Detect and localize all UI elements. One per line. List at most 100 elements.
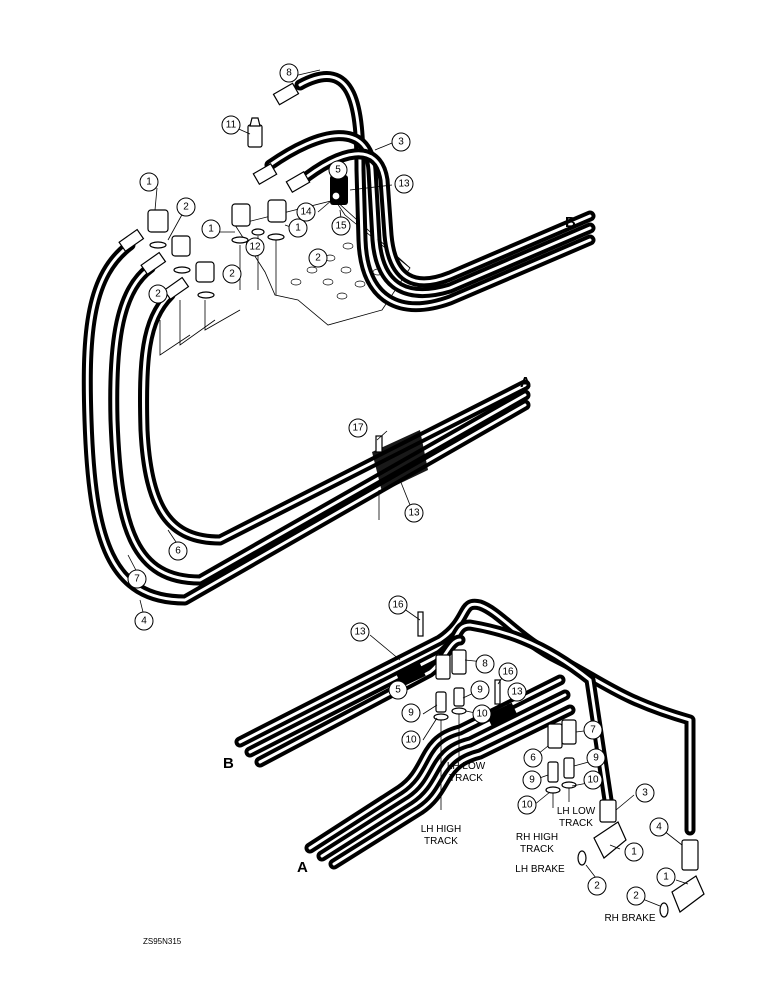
svg-text:2: 2: [183, 202, 189, 213]
svg-text:12: 12: [249, 242, 261, 253]
svg-text:2: 2: [229, 269, 235, 280]
callout-1-b: 1: [201, 219, 221, 239]
callout-13-b: 13: [404, 503, 424, 523]
callout-1-e: 1: [656, 867, 676, 887]
callout-4-b: 4: [649, 817, 669, 837]
block-elbows: [147, 199, 287, 299]
callout-5-a: 5: [328, 160, 348, 180]
callout-2-e: 2: [587, 876, 607, 896]
callout-2-d: 2: [308, 248, 328, 268]
svg-text:17: 17: [352, 423, 364, 434]
svg-text:1: 1: [208, 224, 214, 235]
callout-2-f: 2: [626, 886, 646, 906]
svg-text:13: 13: [408, 508, 420, 519]
svg-text:6: 6: [530, 753, 536, 764]
callout-9-b: 9: [401, 703, 421, 723]
callout-2-a: 2: [176, 197, 196, 217]
callout-9-a: 9: [470, 680, 490, 700]
label-lh-low-track-b-1: LH LOW: [557, 806, 596, 817]
hose-bundle-to-a-top: [81, 228, 531, 606]
svg-text:15: 15: [335, 221, 347, 232]
svg-text:1: 1: [146, 177, 152, 188]
callout-17: 17: [348, 418, 368, 438]
svg-text:11: 11: [226, 120, 237, 131]
callout-13-d: 13: [507, 682, 527, 702]
callout-1-a: 1: [139, 172, 159, 192]
svg-text:13: 13: [398, 179, 410, 190]
svg-text:10: 10: [405, 735, 417, 746]
svg-text:9: 9: [477, 685, 483, 696]
callout-3-b: 3: [635, 783, 655, 803]
svg-text:4: 4: [141, 616, 147, 627]
label-lh-high-track-1: LH HIGH: [421, 824, 462, 835]
callout-16-b: 16: [498, 662, 518, 682]
callout-3-a: 3: [391, 132, 411, 152]
callout-10-a: 10: [472, 704, 492, 724]
svg-text:16: 16: [502, 667, 514, 678]
callout-7-a: 7: [127, 569, 147, 589]
clamp-top: [372, 430, 428, 520]
label-rh-brake: RH BRAKE: [604, 913, 655, 924]
callout-2-c: 2: [222, 264, 242, 284]
svg-text:13: 13: [511, 687, 523, 698]
view-label-a-top: A: [520, 374, 531, 391]
callout-14: 14: [296, 202, 316, 222]
callout-13-c: 13: [350, 622, 370, 642]
svg-text:9: 9: [529, 775, 535, 786]
label-lh-low-track-2: TRACK: [449, 773, 483, 784]
callout-4-a: 4: [134, 611, 154, 631]
svg-text:8: 8: [286, 68, 292, 79]
callout-1-d: 1: [624, 842, 644, 862]
callout-2-b: 2: [148, 284, 168, 304]
callout-11: 11: [221, 115, 241, 135]
svg-text:9: 9: [408, 708, 414, 719]
svg-text:4: 4: [656, 822, 662, 833]
callout-13-a: 13: [394, 174, 414, 194]
label-lh-low-track-b-2: TRACK: [559, 818, 593, 829]
svg-text:10: 10: [476, 709, 488, 720]
callout-10-b: 10: [401, 730, 421, 750]
svg-text:5: 5: [335, 165, 341, 176]
callout-8-a: 8: [279, 63, 299, 83]
hose-bundle-a-bottom: [304, 674, 576, 870]
svg-text:8: 8: [482, 659, 488, 670]
top-fittings: [247, 82, 348, 205]
callout-5-b: 5: [388, 680, 408, 700]
callout-15: 15: [331, 216, 351, 236]
svg-text:5: 5: [395, 685, 401, 696]
svg-text:3: 3: [642, 788, 648, 799]
view-label-a-bottom: A: [297, 859, 308, 876]
label-rh-high-track-1: RH HIGH: [516, 832, 558, 843]
svg-text:13: 13: [354, 627, 366, 638]
svg-text:2: 2: [633, 891, 639, 902]
svg-text:1: 1: [631, 847, 637, 858]
callout-12: 12: [245, 237, 265, 257]
hose-bundle-to-b-top: [264, 71, 596, 313]
svg-text:10: 10: [587, 775, 599, 786]
svg-text:3: 3: [398, 137, 404, 148]
svg-text:2: 2: [594, 881, 600, 892]
svg-text:10: 10: [521, 800, 533, 811]
drawing-code: ZS95N315: [143, 937, 182, 946]
callout-6-a: 6: [168, 541, 188, 561]
svg-text:2: 2: [155, 289, 161, 300]
svg-text:9: 9: [593, 753, 599, 764]
svg-text:1: 1: [295, 223, 301, 234]
svg-text:2: 2: [315, 253, 321, 264]
callout-1-c: 1: [288, 218, 308, 238]
bottom-fittings: [396, 611, 705, 918]
view-label-b-top: B: [565, 214, 576, 231]
callout-10-d: 10: [517, 795, 537, 815]
callout-10-c: 10: [583, 770, 603, 790]
view-label-b-bottom: B: [223, 755, 234, 772]
callout-7-b: 7: [583, 720, 603, 740]
svg-text:14: 14: [300, 207, 312, 218]
label-lh-brake: LH BRAKE: [515, 864, 565, 875]
label-lh-low-track-1: LH LOW: [447, 761, 486, 772]
svg-text:7: 7: [134, 574, 140, 585]
hose-bundle-b-bottom: [234, 598, 696, 836]
callout-9-d: 9: [522, 770, 542, 790]
svg-text:16: 16: [392, 600, 404, 611]
callout-9-c: 9: [586, 748, 606, 768]
